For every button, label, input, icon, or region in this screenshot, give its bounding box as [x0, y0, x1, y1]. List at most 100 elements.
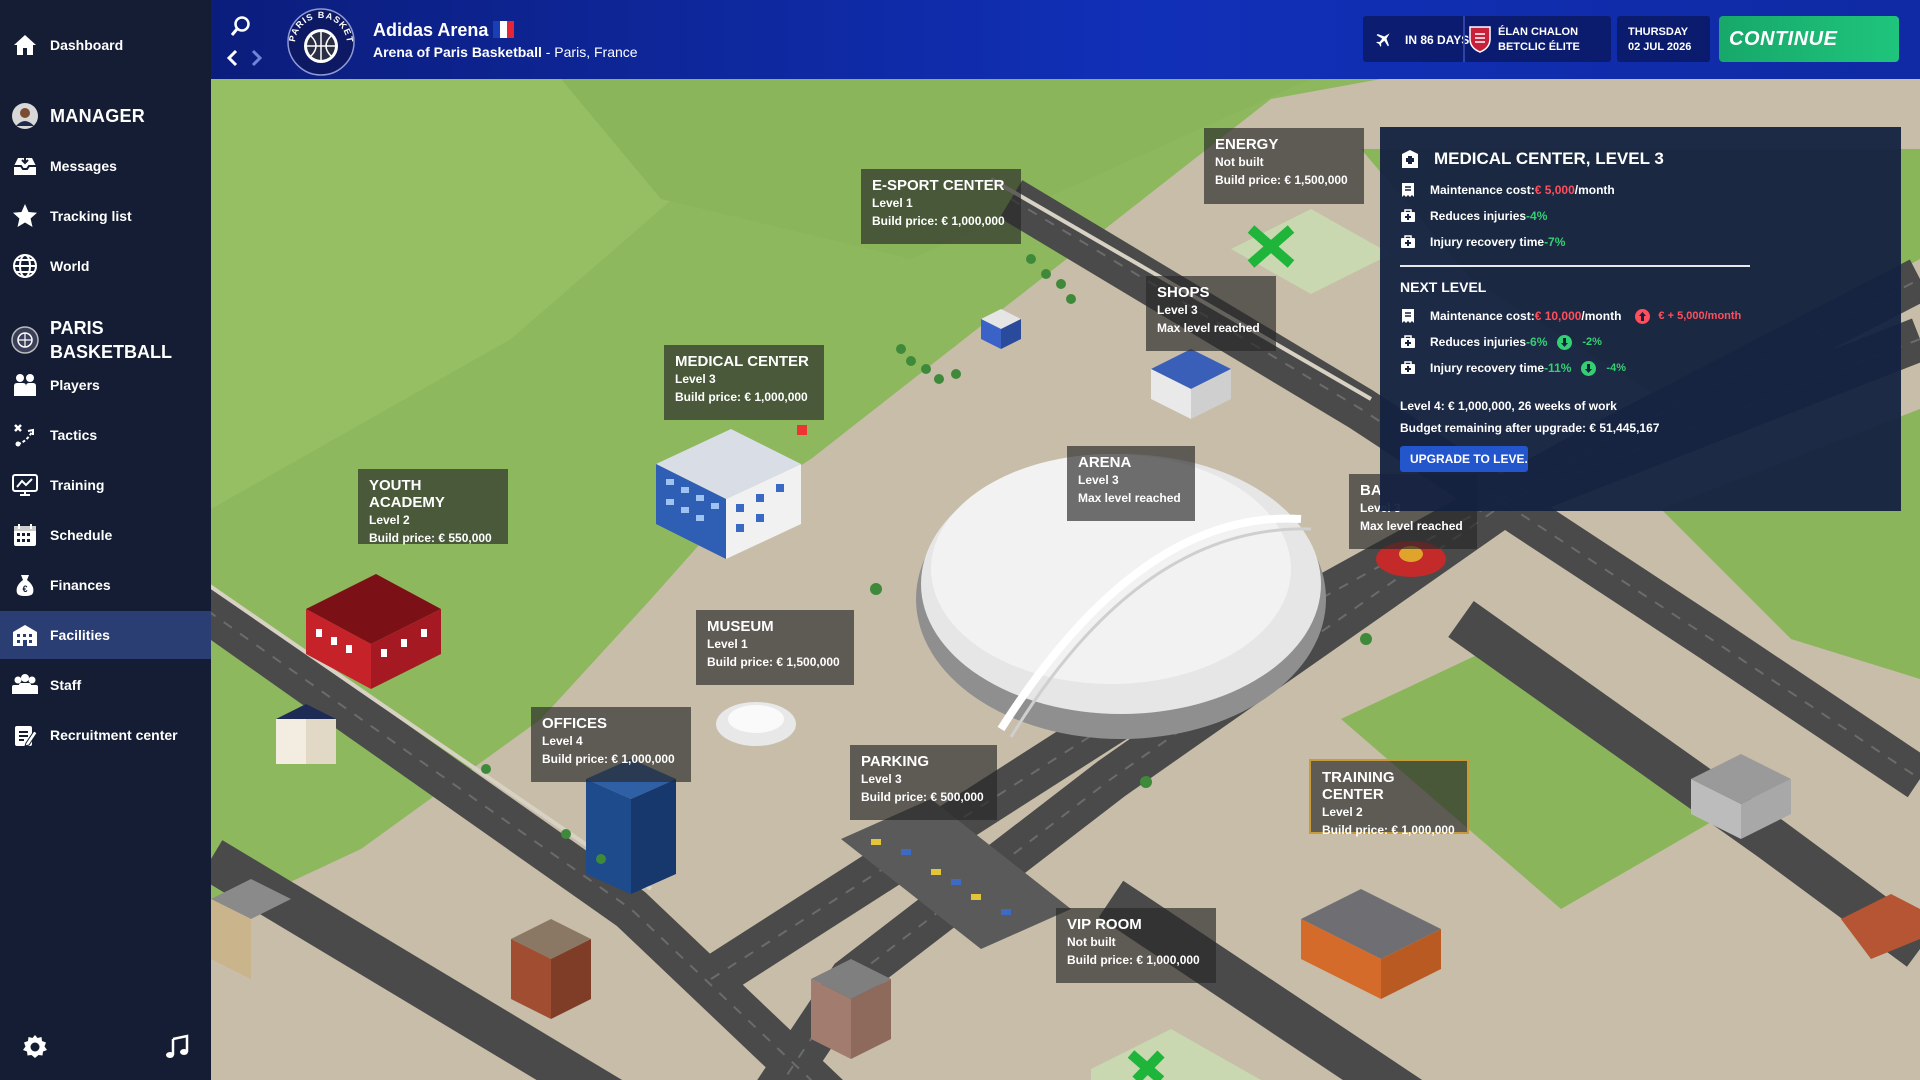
- sidebar-item-label: Finances: [50, 577, 111, 593]
- sidebar-item-label: Tracking list: [50, 208, 132, 224]
- sidebar-item-label: Recruitment center: [50, 727, 178, 743]
- current-recovery-row: Injury recovery time -7%: [1400, 229, 1881, 255]
- facility-label-parking[interactable]: PARKING Level 3 Build price: € 500,000: [850, 745, 997, 820]
- tactics-icon: [10, 420, 40, 450]
- sidebar-item-messages[interactable]: Messages: [0, 142, 211, 190]
- next-recovery-row: Injury recovery time -11% -4%: [1400, 355, 1881, 381]
- upgrade-level-info: Level 4: € 1,000,000, 26 weeks of work: [1400, 399, 1617, 413]
- sidebar-item-recruitment-center[interactable]: Recruitment center: [0, 711, 211, 759]
- medkit-icon: [1400, 208, 1416, 224]
- continue-button[interactable]: CONTINUE: [1719, 16, 1899, 62]
- facility-label-energy[interactable]: ENERGY Not built Build price: € 1,500,00…: [1204, 128, 1364, 204]
- receipt-icon: [1400, 308, 1416, 324]
- sidebar-item-facilities[interactable]: Facilities: [0, 611, 211, 659]
- next-maintenance-row: Maintenance cost: € 10,000/month € + 5,0…: [1400, 303, 1881, 329]
- sidebar-item-label: PARIS BASKETBALL: [50, 318, 172, 362]
- next-match-box[interactable]: IN 86 DAYS ÉLAN CHALON BETCLIC ÉLITE: [1363, 16, 1611, 62]
- facility-label-medical-center[interactable]: MEDICAL CENTER Level 3 Build price: € 1,…: [664, 345, 824, 420]
- sidebar-item-world[interactable]: World: [0, 242, 211, 290]
- sidebar-item-dashboard[interactable]: Dashboard: [0, 21, 211, 69]
- upgrade-button[interactable]: UPGRADE TO LEVE...: [1400, 446, 1528, 472]
- players-icon: [10, 370, 40, 400]
- sidebar-item-label: World: [50, 258, 90, 274]
- svg-text:€: €: [22, 584, 27, 594]
- next-injuries-row: Reduces injuries -6% -2%: [1400, 329, 1881, 355]
- sidebar-item-label: Schedule: [50, 527, 113, 543]
- date-label: 02 JUL 2026: [1628, 41, 1692, 53]
- club-crest-icon: [10, 325, 40, 355]
- building-icon: [10, 620, 40, 650]
- opponent-name: ÉLAN CHALON: [1498, 26, 1579, 38]
- facility-label-offices[interactable]: OFFICES Level 4 Build price: € 1,000,000: [531, 707, 691, 782]
- sidebar-item-label: Messages: [50, 158, 117, 174]
- current-injuries-row: Reduces injuries -4%: [1400, 203, 1881, 229]
- calendar-icon: [10, 520, 40, 550]
- opponent-info: ÉLAN CHALON BETCLIC ÉLITE: [1498, 25, 1580, 55]
- sidebar-item-tactics[interactable]: Tactics: [0, 411, 211, 459]
- settings-icon[interactable]: [20, 1032, 50, 1062]
- facility-info-panel: MEDICAL CENTER, LEVEL 3 Maintenance cost…: [1380, 127, 1901, 511]
- sidebar-item-training[interactable]: Training: [0, 461, 211, 509]
- facility-label-vip-room[interactable]: VIP ROOM Not built Build price: € 1,000,…: [1056, 908, 1216, 983]
- opponent-crest-icon: [1468, 25, 1492, 58]
- sidebar-item-tracking-list[interactable]: Tracking list: [0, 192, 211, 240]
- france-flag-icon: [493, 21, 514, 38]
- divider: [1400, 265, 1750, 267]
- sidebar-item-label: MANAGER: [50, 105, 146, 126]
- top-bar: PARIS BASKETBALL Adidas Arena Arena of P…: [211, 0, 1920, 79]
- medkit-icon: [1400, 360, 1416, 376]
- sidebar-item-players[interactable]: Players: [0, 361, 211, 409]
- arrow-down-icon: [1581, 360, 1597, 376]
- music-note-icon[interactable]: [162, 1032, 192, 1062]
- home-icon: [10, 30, 40, 60]
- sidebar-item-label: Tactics: [50, 427, 98, 443]
- arena-subtitle: Arena of Paris Basketball - Paris, Franc…: [373, 44, 638, 60]
- arena-name: Adidas Arena: [373, 20, 489, 40]
- trip-countdown: IN 86 DAYS: [1405, 33, 1470, 47]
- inbox-icon: [10, 151, 40, 181]
- facility-label-museum[interactable]: MUSEUM Level 1 Build price: € 1,500,000: [696, 610, 854, 685]
- money-bag-icon: €: [10, 570, 40, 600]
- next-level-heading: NEXT LEVEL: [1400, 279, 1487, 295]
- club-crest-logo: PARIS BASKETBALL: [283, 2, 359, 78]
- medkit-icon: [1400, 234, 1416, 250]
- sidebar-item-label: Staff: [50, 677, 82, 693]
- sidebar-item-label: Facilities: [50, 627, 110, 643]
- star-icon: [10, 201, 40, 231]
- date-box: THURSDAY 02 JUL 2026: [1617, 16, 1710, 62]
- avatar-icon: [10, 101, 40, 131]
- sidebar-item-finances[interactable]: € Finances: [0, 561, 211, 609]
- budget-info: Budget remaining after upgrade: € 51,445…: [1400, 421, 1660, 435]
- hospital-icon: [1400, 149, 1420, 169]
- back-arrow-icon[interactable]: [222, 48, 242, 68]
- training-icon: [10, 470, 40, 500]
- sidebar-item-club[interactable]: PARIS BASKETBALL: [0, 310, 211, 370]
- current-maintenance-row: Maintenance cost: € 5,000/month: [1400, 177, 1881, 203]
- staff-icon: [10, 670, 40, 700]
- medkit-icon: [1400, 334, 1416, 350]
- sidebar-item-label: Training: [50, 477, 105, 493]
- receipt-icon: [1400, 182, 1416, 198]
- sidebar: Dashboard MANAGER Messages Tracking list…: [0, 0, 211, 1080]
- sidebar-item-staff[interactable]: Staff: [0, 661, 211, 709]
- facility-label-training-center[interactable]: TRAINING CENTER Level 2 Build price: € 1…: [1309, 759, 1469, 837]
- arrow-down-icon: [1557, 334, 1573, 350]
- day-label: THURSDAY: [1628, 26, 1689, 38]
- globe-icon: [10, 251, 40, 281]
- facility-label-shops[interactable]: SHOPS Level 3 Max level reached: [1146, 276, 1276, 351]
- panel-title: MEDICAL CENTER, LEVEL 3: [1400, 149, 1881, 169]
- airplane-icon: [1375, 30, 1393, 53]
- facility-label-youth-academy[interactable]: YOUTH ACADEMY Level 2 Build price: € 550…: [358, 469, 508, 545]
- facility-label-e-sport-center[interactable]: E-SPORT CENTER Level 1 Build price: € 1,…: [861, 169, 1021, 244]
- arrow-up-icon: [1635, 308, 1651, 324]
- divider: [1463, 16, 1465, 62]
- forward-arrow-icon[interactable]: [247, 48, 267, 68]
- sidebar-item-manager[interactable]: MANAGER: [0, 92, 211, 140]
- opponent-league: BETCLIC ÉLITE: [1498, 41, 1580, 53]
- sidebar-item-label: Dashboard: [50, 37, 124, 53]
- clipboard-icon: [10, 720, 40, 750]
- sidebar-item-label: Players: [50, 377, 100, 393]
- sidebar-item-schedule[interactable]: Schedule: [0, 511, 211, 559]
- facility-label-arena[interactable]: ARENA Level 3 Max level reached: [1067, 446, 1195, 521]
- search-icon[interactable]: [227, 12, 255, 40]
